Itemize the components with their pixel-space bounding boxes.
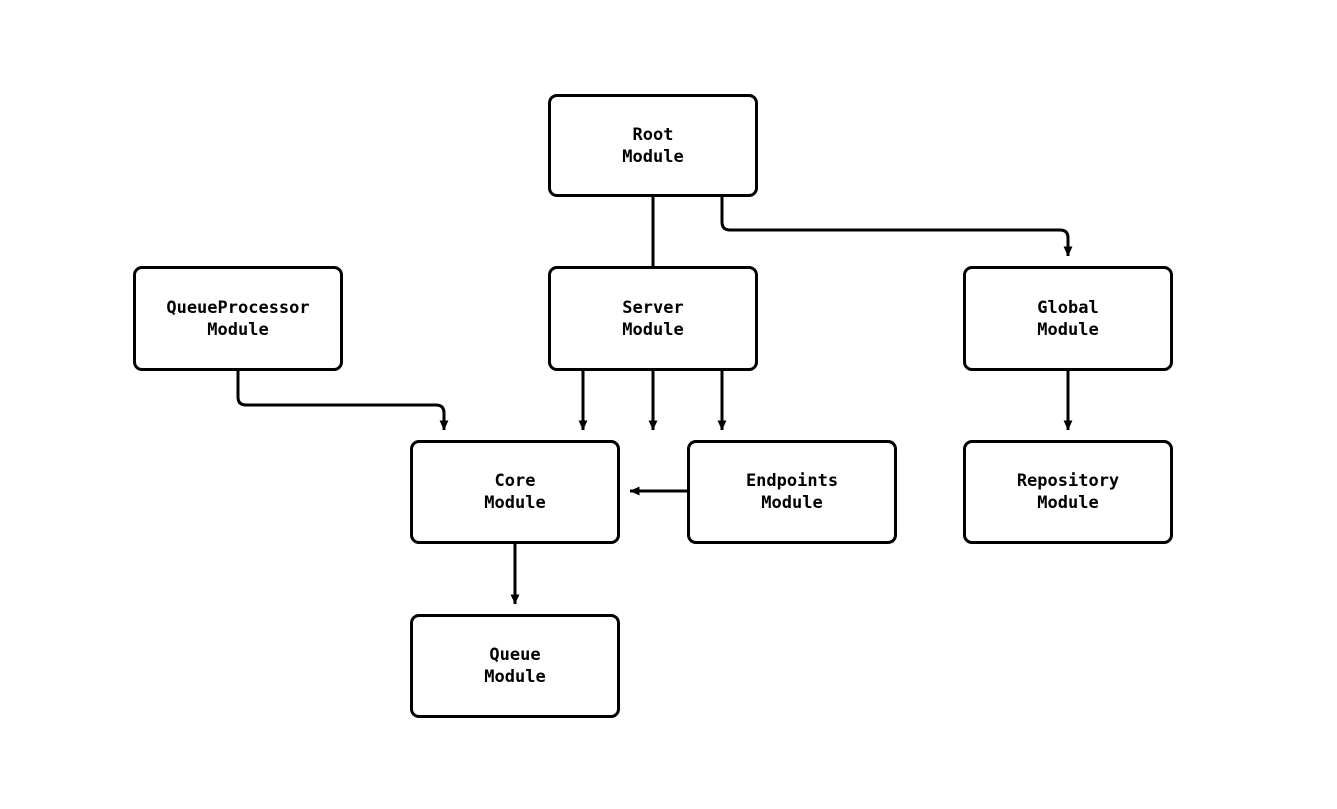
global-module-label-line1: Global [1037,297,1099,318]
queueprocessor-module-label-line1: QueueProcessor [166,297,310,318]
endpoints-module-label-line1: Endpoints [745,471,839,491]
queue-module-node[interactable]: Queue Module [410,614,620,718]
root-module-label-line1: Root [632,124,674,145]
root-module-label-line2: Module [622,146,684,167]
queueprocessor-module-label-line2: Module [207,319,269,340]
server-module-label-line2: Module [622,319,684,340]
core-module-label-line2: Module [484,493,546,513]
core-module-node[interactable]: Core Module [410,440,620,544]
server-module-node[interactable]: Server Module [548,266,758,371]
global-module-label-line2: Module [1037,319,1099,340]
server-module-label-line1: Server [622,297,684,318]
root-module-node[interactable]: Root Module [548,94,758,197]
queueprocessor-module-node[interactable]: QueueProcessor Module [133,266,343,371]
global-module-node[interactable]: Global Module [963,266,1173,371]
queue-module-label-line1: Queue [489,645,541,665]
queue-module-label-line2: Module [484,667,546,687]
edge-queueprocessor-to-core [236,371,449,431]
endpoints-module-node[interactable]: Endpoints Module [687,440,897,544]
edge-root-to-global [720,197,1073,257]
repository-module-node[interactable]: Repository Module [963,440,1173,544]
core-module-label-line1: Core [494,471,536,491]
repository-module-label-line1: Repository [1016,471,1120,491]
repository-module-label-line2: Module [1037,493,1099,513]
endpoints-module-label-line2: Module [761,493,823,513]
